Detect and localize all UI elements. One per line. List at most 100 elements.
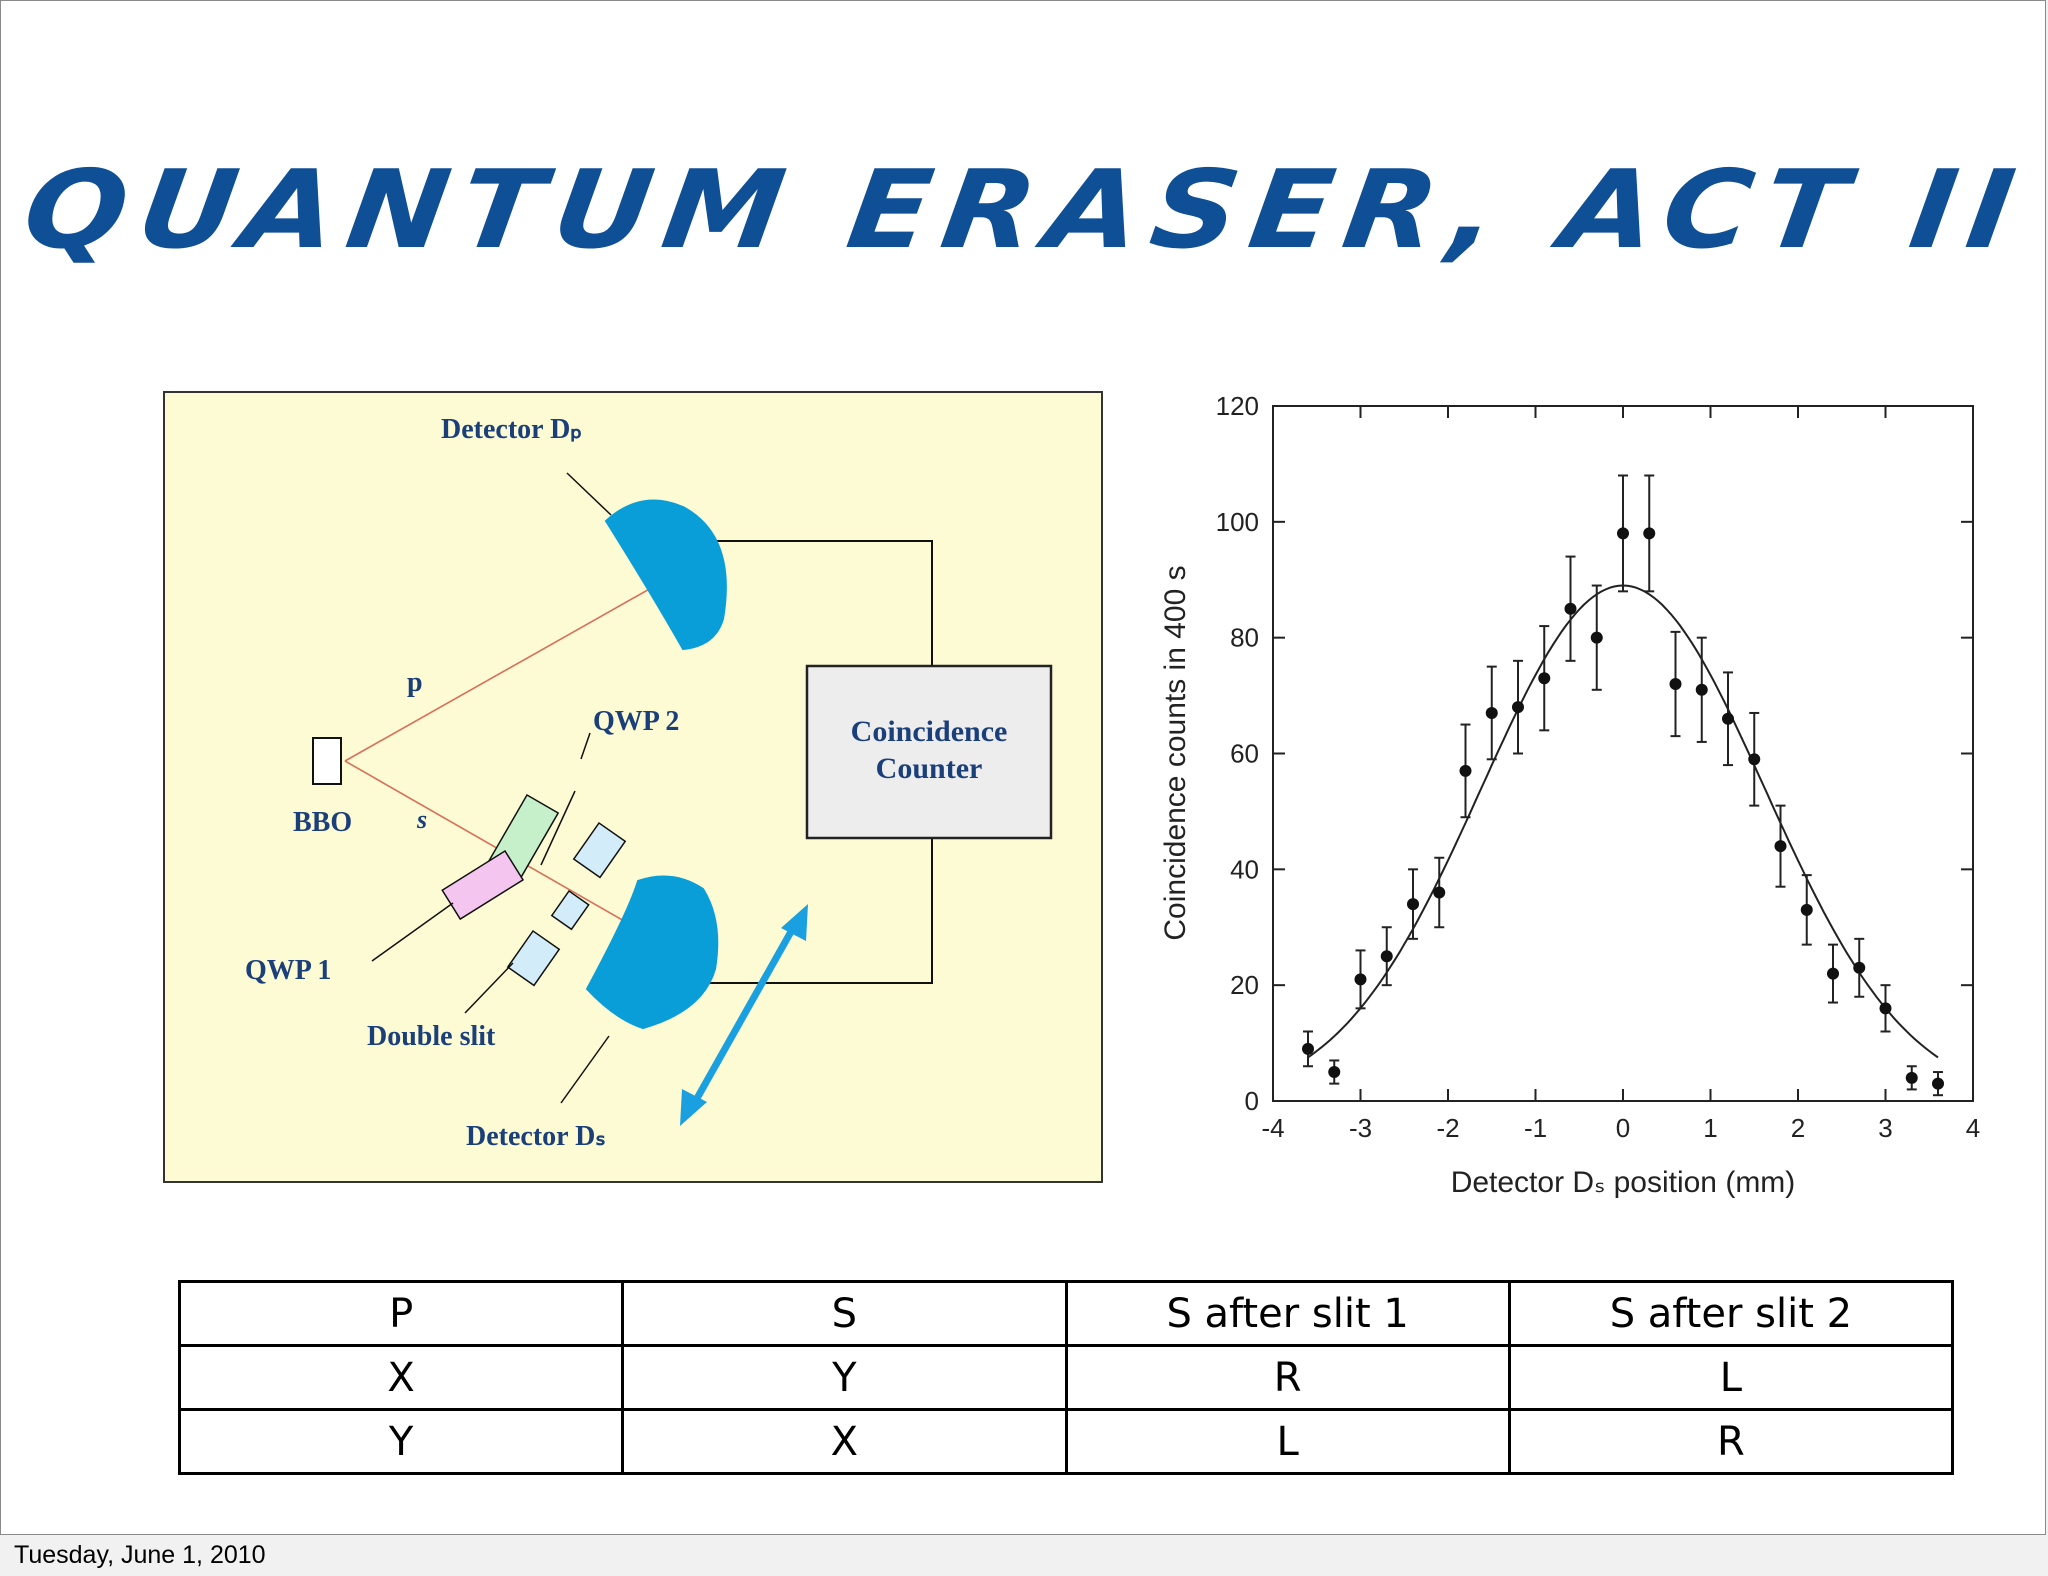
x-tick-label: -2 [1436,1113,1459,1143]
table-cell: X [621,1408,1068,1475]
data-point [1459,723,1472,819]
table-cell: P [177,1280,625,1347]
data-marker [1722,712,1734,725]
data-marker [1905,1071,1918,1084]
move-arrow-head-top [781,904,808,941]
data-marker [1302,1042,1314,1055]
data-point [1879,984,1892,1033]
table-cell: Y [177,1408,625,1475]
data-marker [1932,1077,1944,1090]
data-marker [1669,678,1682,690]
detector-s-leader [560,1035,610,1104]
data-point [1722,671,1734,767]
detector-p-leader [566,472,612,516]
beam-s [344,760,639,930]
x-tick-label: 0 [1616,1113,1630,1143]
data-marker [1485,706,1498,719]
data-point [1774,804,1787,888]
x-tick-label: 2 [1791,1113,1805,1143]
slide-title: QUANTUM ERASER, ACT II [16,147,2034,274]
x-tick-label: -4 [1261,1113,1284,1143]
data-marker [1853,961,1866,974]
data-point [1932,1071,1944,1097]
data-point [1827,943,1839,1004]
wire-ds [705,839,933,984]
data-marker [1643,527,1656,540]
data-marker [1459,764,1472,777]
data-marker [1407,898,1419,911]
table-cell: S [621,1280,1068,1347]
data-point [1617,474,1629,593]
y-axis-ticks: 0 20 40 60 80 100 120 [1216,391,1973,1116]
data-marker [1827,967,1839,980]
table-cell: Y [621,1344,1068,1411]
data-point [1407,868,1419,940]
table-cell: S after slit 1 [1064,1280,1511,1347]
bbo-crystal [312,737,342,785]
data-marker [1617,527,1629,540]
data-point [1354,949,1367,1010]
x-tick-label: 4 [1966,1113,1980,1143]
data-marker [1590,631,1603,644]
data-point [1302,1030,1314,1068]
table-cell: L [1507,1344,1955,1411]
table-cell: R [1064,1344,1511,1411]
slit-piece-lower [506,929,561,987]
table-cell: S after slit 2 [1507,1280,1955,1347]
slit-piece-upper [572,821,627,879]
y-axis-label: Coincidence counts in 400 s [1159,565,1192,940]
y-tick-label: 100 [1216,507,1259,537]
data-marker [1748,753,1761,766]
data-point [1538,625,1551,732]
detector-p-shape [604,499,727,651]
move-arrow-shaft [687,919,801,1111]
table-cell: R [1507,1408,1955,1475]
data-point [1433,856,1446,929]
data-point [1669,630,1682,738]
move-arrow-head-bottom [680,1089,707,1126]
setup-diagram: Detector Dₚ Detector Dₛ Coincidence Coun… [163,391,1103,1183]
data-marker [1800,903,1813,916]
data-point [1748,711,1761,807]
y-tick-label: 20 [1230,970,1259,1000]
data-point [1695,636,1708,743]
data-point [1328,1059,1341,1085]
data-marker [1512,701,1524,714]
x-tick-label: -1 [1524,1113,1547,1143]
data-point [1800,874,1813,946]
data-marker [1433,886,1446,899]
coincidence-counter [805,664,1053,840]
qwp2-axis [540,790,576,866]
x-tick-label: 1 [1703,1113,1717,1143]
gaussian-fit-line [1307,584,1939,1059]
data-point [1853,937,1866,998]
qwp2-leader [580,732,591,760]
x-tick-label: -3 [1349,1113,1372,1143]
data-marker [1879,1002,1892,1015]
data-point [1643,474,1656,593]
y-tick-label: 40 [1230,854,1259,884]
qwp1-leader [371,902,454,962]
table-cell: L [1064,1408,1511,1475]
y-tick-label: 60 [1230,739,1259,769]
y-tick-label: 80 [1230,623,1259,653]
data-marker [1354,973,1367,986]
detector-s-shape [585,875,719,1030]
data-point [1590,584,1603,691]
x-axis-label: Detector Dₛ position (mm) [1451,1166,1796,1199]
data-point [1380,926,1393,987]
data-points [1302,474,1944,1097]
data-marker [1774,840,1787,853]
footer-date: Tuesday, June 1, 2010 [14,1541,266,1569]
slide: QUANTUM ERASER, ACT II Detector Dₚ Detec… [0,0,2046,1535]
y-tick-label: 0 [1245,1086,1259,1116]
data-point [1905,1065,1918,1091]
data-point [1512,659,1524,755]
y-tick-label: 120 [1216,391,1259,421]
data-point [1485,665,1498,761]
